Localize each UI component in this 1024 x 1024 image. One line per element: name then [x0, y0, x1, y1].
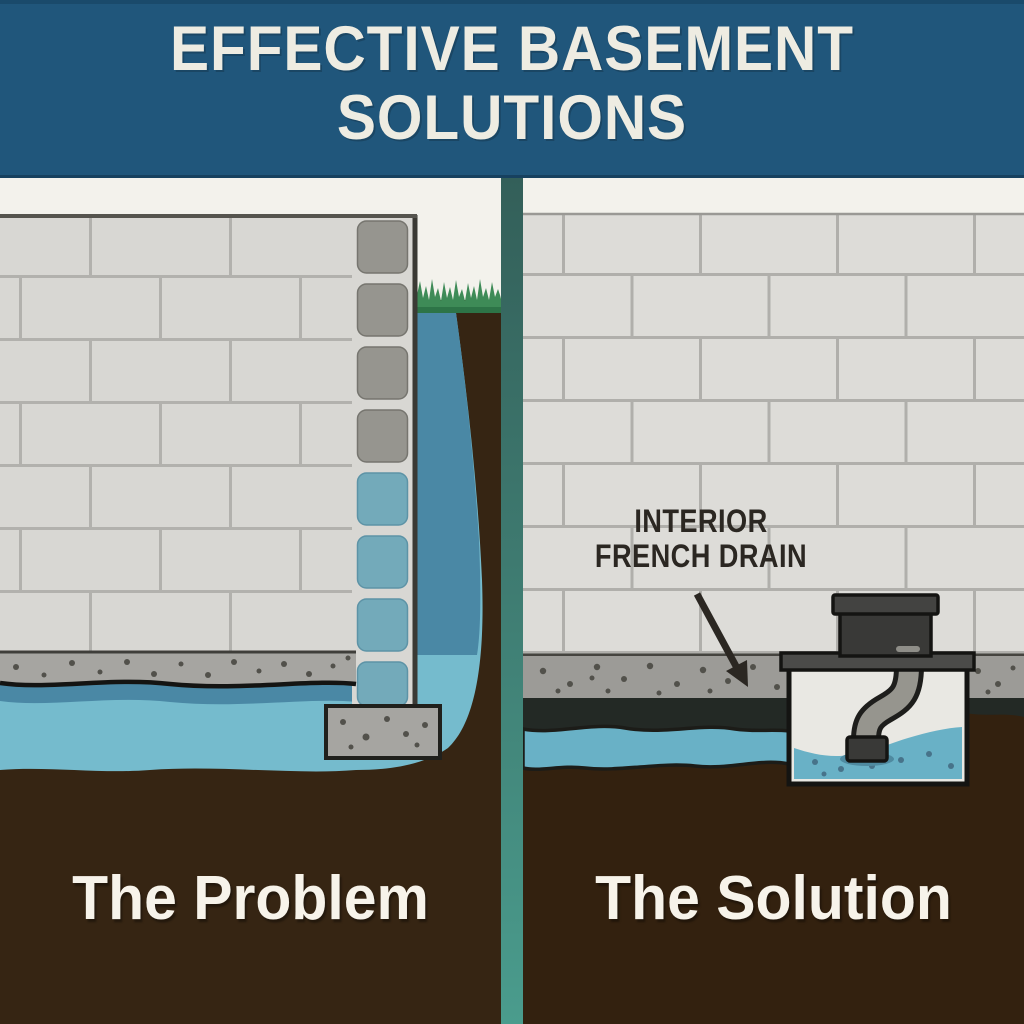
housing-highlight: [896, 646, 920, 652]
sky-right: [523, 178, 1024, 218]
annotation-line-1: INTERIOR: [634, 503, 768, 539]
panel-divider: [501, 178, 523, 1024]
pit-water-speckles: [812, 751, 954, 777]
basement-wall-left: [0, 215, 352, 653]
title-line-1: EFFECTIVE BASEMENT: [169, 14, 855, 84]
annotation-line-2: FRENCH DRAIN: [594, 538, 808, 574]
caption-problem: The Problem: [72, 864, 429, 933]
footing-speckles: [340, 716, 428, 750]
block-column: [356, 220, 409, 707]
caption-solution: The Solution: [595, 864, 952, 933]
basement-wall-right: [523, 213, 1024, 655]
wall-seepage-water: [417, 313, 481, 655]
arrowhead: [726, 660, 748, 687]
floor-slab-left: [0, 651, 356, 687]
discharge-pipe: [856, 665, 919, 741]
left-panel-illustration: [0, 178, 501, 1024]
title-line-2: SOLUTIONS: [336, 83, 688, 153]
under-slab-water: [0, 681, 417, 705]
gravel-layer-right: [966, 698, 1024, 717]
slab-erosion-line: [0, 679, 357, 689]
right-panel-illustration: [521, 178, 1024, 1024]
sump-pump-cap: [831, 593, 940, 616]
floor-slab-right: [523, 656, 789, 698]
sump-pump-base: [845, 735, 889, 763]
sump-pit: [779, 593, 976, 787]
header-banner: EFFECTIVE BASEMENT SOLUTIONS: [0, 0, 1024, 178]
wall-footing: [324, 704, 442, 760]
grass: [417, 279, 501, 313]
grass-base: [417, 307, 501, 313]
french-drain-annotation: INTERIOR FRENCH DRAIN: [557, 504, 846, 574]
annotation-arrow: [693, 592, 748, 687]
water-table-band: [521, 724, 791, 772]
slab-speckles-left: [13, 655, 351, 678]
page-title: EFFECTIVE BASEMENT SOLUTIONS: [36, 4, 988, 153]
